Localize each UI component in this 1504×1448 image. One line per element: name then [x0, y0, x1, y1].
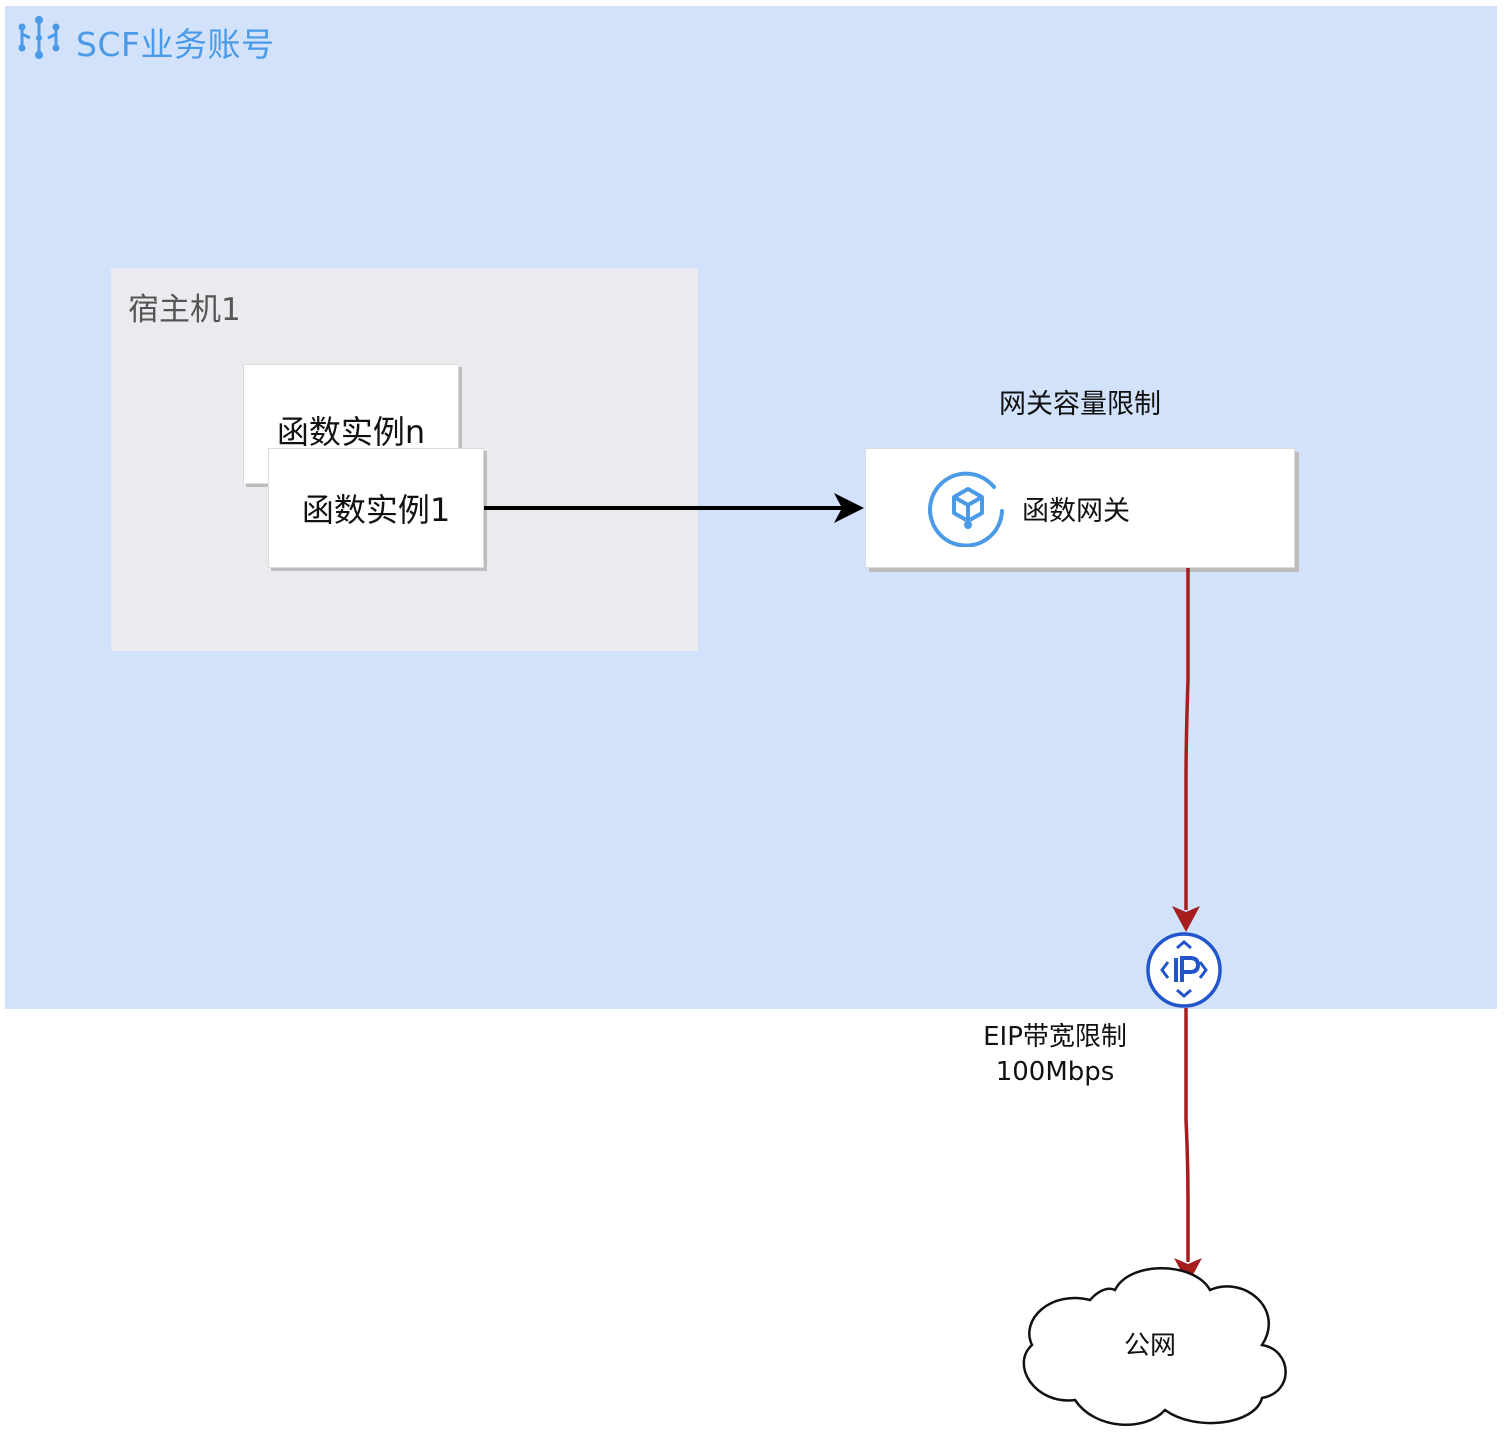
eip-to-internet-arrow — [1174, 1008, 1202, 1284]
function-instance-n-label: 函数实例n — [276, 413, 426, 451]
account-title: SCF业务账号 — [76, 25, 275, 64]
internet-label: 公网 — [1123, 1331, 1176, 1361]
gateway-capacity-caption: 网关容量限制 — [999, 389, 1161, 420]
function-gateway-icon — [928, 471, 1004, 547]
eip-bandwidth-line2: 100Mbps — [995, 1057, 1115, 1087]
eip-bandwidth-line1: EIP带宽限制 — [983, 1022, 1127, 1052]
network-org-icon — [18, 16, 60, 59]
host-title: 宿主机1 — [128, 292, 241, 328]
function-instance-1[interactable]: 函数实例1 — [268, 448, 484, 568]
ip-icon — [1146, 932, 1222, 1008]
instance-to-gateway-arrow — [484, 493, 864, 523]
cloud-icon — [1022, 1267, 1287, 1426]
gateway-name: 函数网关 — [1022, 496, 1130, 527]
gateway-to-eip-arrow — [1172, 568, 1200, 932]
function-instance-1-label: 函数实例1 — [301, 491, 451, 529]
function-gateway[interactable]: 函数网关 — [865, 448, 1295, 568]
eip-bandwidth-label: EIP带宽限制 100Mbps — [940, 1020, 1170, 1090]
